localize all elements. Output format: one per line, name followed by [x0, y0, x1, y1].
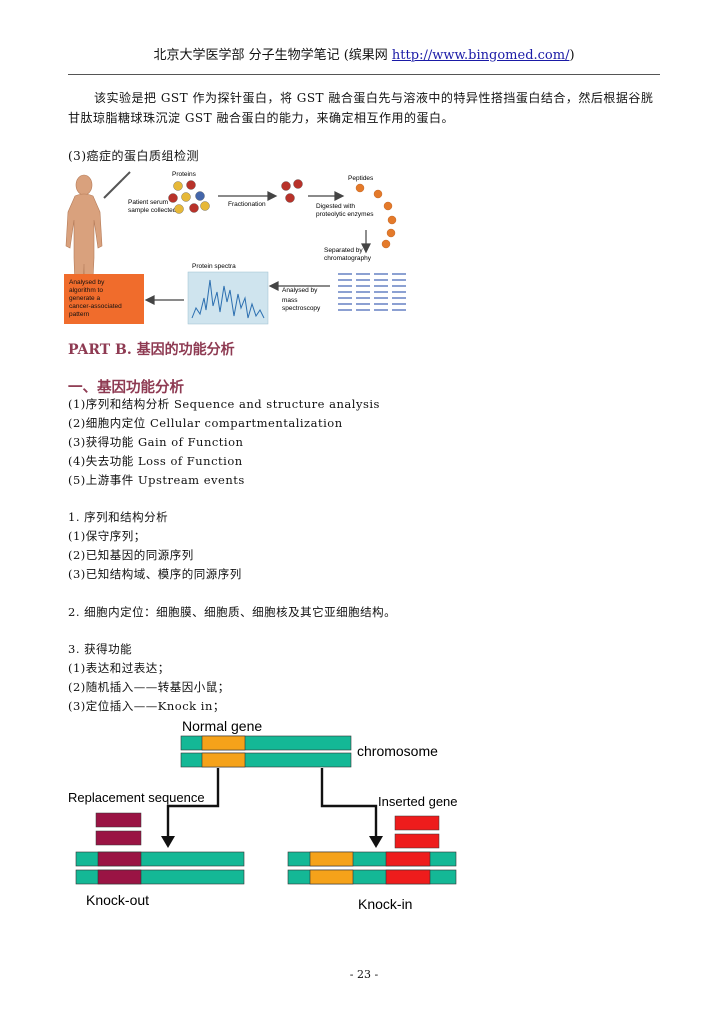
- inserted-gene: [394, 815, 440, 849]
- spectra-label: Protein spectra: [192, 263, 236, 270]
- knock-in-label: Knock-in: [358, 896, 412, 912]
- replacement-sequence: [95, 812, 142, 846]
- peptide-chain: [355, 183, 397, 249]
- knock-figure: Normal gene chromosome Replacement seque…: [68, 718, 458, 912]
- spectra-trace: [191, 279, 265, 319]
- protein-dots: [168, 180, 210, 214]
- mass-spec-label: Analysed by mass spectroscopy: [282, 287, 321, 312]
- chromosome-label: chromosome: [357, 743, 438, 759]
- list-item: (2)细胞内定位 Cellular compartmentalization: [68, 416, 343, 430]
- arrow-4: [268, 281, 330, 291]
- replacement-label: Replacement sequence: [68, 790, 205, 805]
- normal-chromosome: [180, 735, 352, 768]
- page-number: - 23 -: [349, 968, 379, 981]
- list-item: (3)获得功能 Gain of Function: [68, 435, 244, 449]
- arrow-3: [361, 230, 371, 254]
- digested-label: Digested with proteolytic enzymes: [316, 203, 374, 218]
- sub1-title: 1. 序列和结构分析: [68, 510, 169, 524]
- list-item: (1)序列和结构分析 Sequence and structure analys…: [68, 397, 380, 411]
- section-one-list: (1)序列和结构分析 Sequence and structure analys…: [68, 395, 668, 490]
- sub3-title: 3. 获得功能: [68, 642, 133, 656]
- list-item: (3)已知结构域、模序的同源序列: [68, 567, 242, 581]
- intro-line-1: 该实验是把 GST 作为探针蛋白，将 GST 融合蛋白先与溶液中的特异性搭挡蛋白…: [94, 91, 654, 105]
- patient-label: Patient serum sample collected: [128, 199, 177, 214]
- branch-arrowheads: [161, 836, 383, 848]
- arrow-2: [308, 191, 345, 201]
- proteomics-figure: Patient serum sample collected Proteins …: [64, 171, 406, 325]
- knockout-chromosome: [75, 851, 245, 885]
- knock-out-label: Knock-out: [86, 892, 149, 908]
- section-one-heading: 一、基因功能分析: [68, 379, 184, 396]
- knockin-chromosome: [287, 851, 457, 885]
- fraction-dots: [281, 179, 303, 203]
- arrow-1: [218, 191, 278, 201]
- normal-gene-label: Normal gene: [182, 718, 262, 734]
- sub1-block: 1. 序列和结构分析 (1)保守序列； (2)已知基因的同源序列 (3)已知结构…: [68, 508, 668, 584]
- header-title: 北京大学医学部 分子生物学笔记 (缤果网: [153, 48, 392, 63]
- list-item: (4)失去功能 Loss of Function: [68, 454, 243, 468]
- algorithm-label: Analysed by algorithm to generate a canc…: [69, 279, 124, 318]
- list-item: (5)上游事件 Upstream events: [68, 473, 245, 487]
- arrow-5: [144, 295, 184, 305]
- section-title-cancer-proteomics: (3)癌症的蛋白质组检测: [68, 149, 199, 163]
- fractionation-label: Fractionation: [228, 201, 266, 208]
- sub3-block: 3. 获得功能 (1)表达和过表达； (2)随机插入——转基因小鼠； (3)定位…: [68, 640, 668, 716]
- page-header: 北京大学医学部 分子生物学笔记 (缤果网 http://www.bingomed…: [0, 44, 728, 63]
- algorithm-box: [64, 274, 144, 324]
- syringe-icon: [103, 171, 131, 199]
- list-item: (1)保守序列；: [68, 529, 146, 543]
- header-link[interactable]: http://www.bingomed.com/: [391, 48, 570, 63]
- part-b-heading: PART B. 基因的功能分析: [68, 342, 235, 358]
- list-item: (2)已知基因的同源序列: [68, 548, 194, 562]
- chromatography-bands: [338, 273, 406, 311]
- sub2-title: 2. 细胞内定位：细胞膜、细胞质、细胞核及其它亚细胞结构。: [68, 605, 397, 619]
- intro-line-2: 甘肽琼脂糖球珠沉淀 GST 融合蛋白的能力，来确定相互作用的蛋白。: [68, 111, 454, 125]
- separated-label: Separated by chromatography: [324, 247, 372, 262]
- branch-lines: [166, 768, 378, 838]
- header-rule: [68, 74, 660, 75]
- proteins-label: Proteins: [172, 171, 197, 178]
- list-item: (1)表达和过表达；: [68, 661, 170, 675]
- inserted-gene-label: Inserted gene: [378, 794, 458, 809]
- header-close: ): [569, 48, 575, 63]
- list-item: (3)定位插入——Knock in；: [68, 699, 225, 713]
- peptides-label: Peptides: [348, 175, 374, 182]
- list-item: (2)随机插入——转基因小鼠；: [68, 680, 230, 694]
